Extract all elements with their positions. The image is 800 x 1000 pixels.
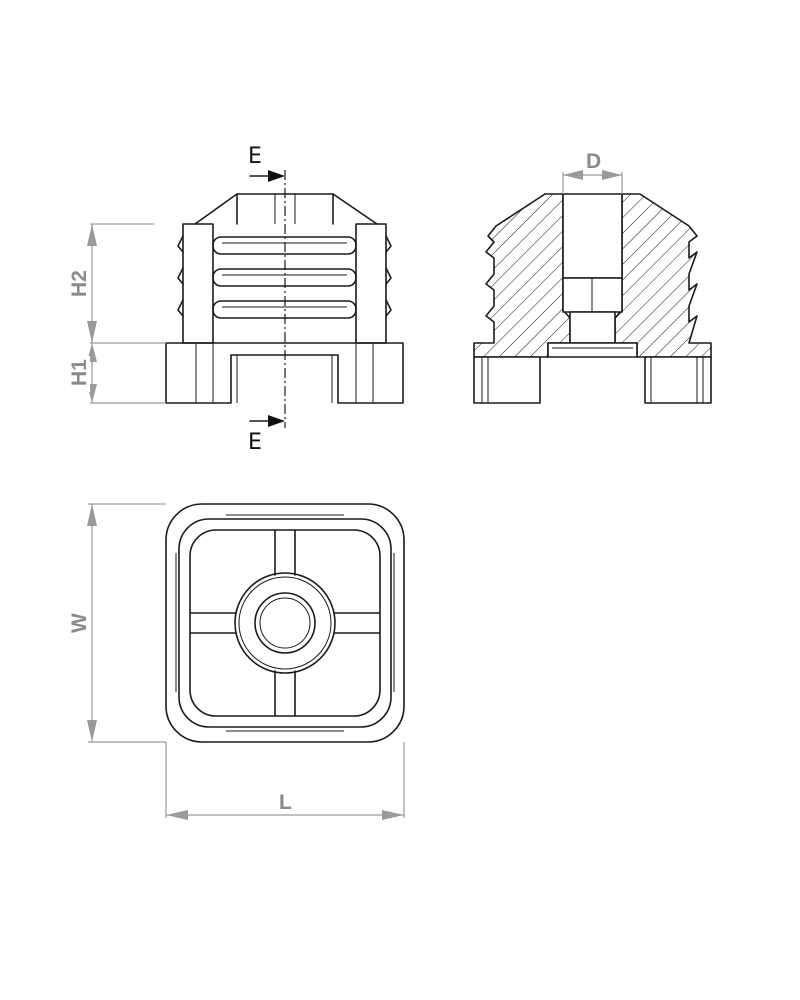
- top-view: [165, 503, 405, 743]
- section-label-bottom: E: [248, 430, 262, 455]
- section-marker-bottom: E: [248, 415, 285, 455]
- dimension-h2-label: H2: [68, 270, 91, 297]
- dimension-l-label: L: [279, 791, 292, 814]
- section-view: [473, 193, 712, 404]
- dimension-w: W: [66, 503, 166, 743]
- section-marker-top: E: [248, 144, 285, 182]
- dimension-h1: H1: [66, 342, 166, 404]
- dimension-h1-label: H1: [68, 359, 91, 386]
- dimension-h2: H2: [66, 223, 154, 343]
- dimension-d-label: D: [586, 150, 601, 173]
- dimension-l: L: [165, 742, 405, 820]
- dimension-w-label: W: [68, 613, 91, 633]
- dimension-d: D: [562, 150, 623, 194]
- section-label-top: E: [248, 144, 262, 169]
- front-view: [165, 170, 404, 428]
